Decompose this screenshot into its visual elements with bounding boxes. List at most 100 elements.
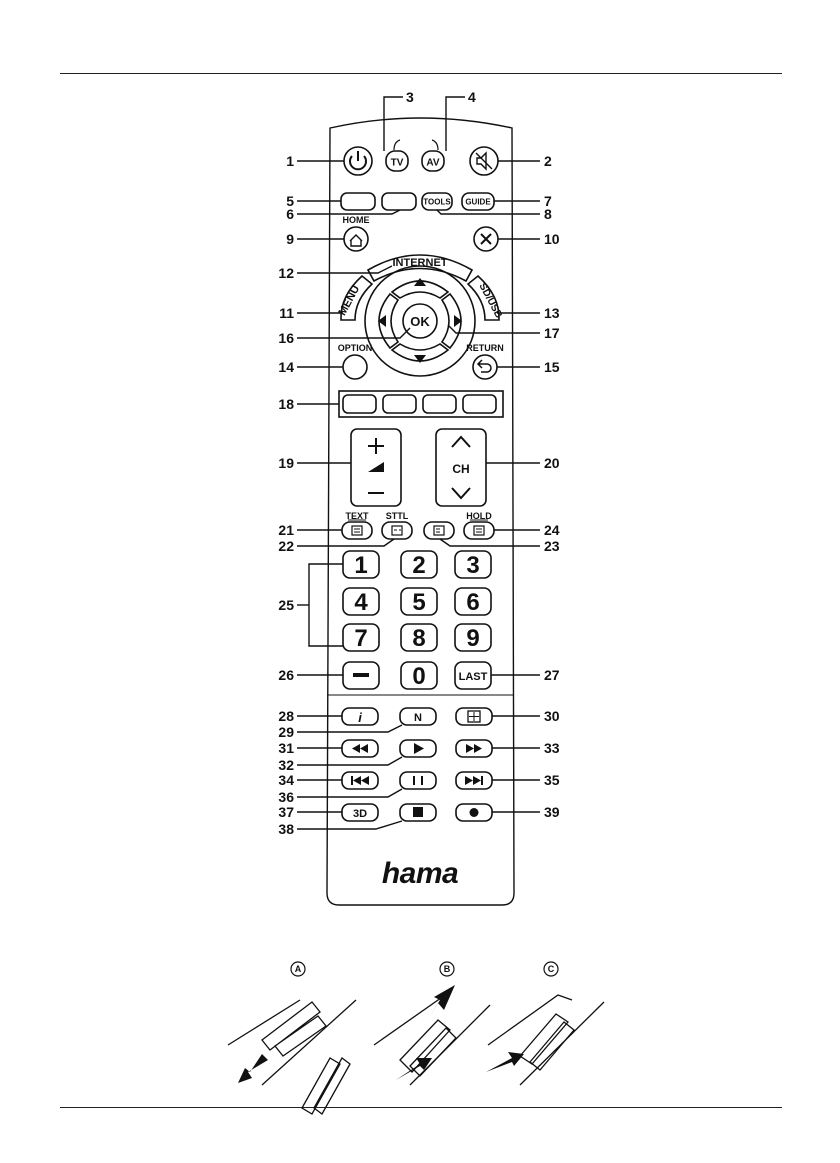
ch-label: CH bbox=[452, 462, 469, 476]
record-button[interactable] bbox=[456, 804, 492, 821]
home-button[interactable] bbox=[344, 227, 368, 251]
sttl-caption: STTL bbox=[386, 511, 409, 521]
callout-13: 13 bbox=[544, 305, 560, 321]
battery-step-a: A bbox=[228, 962, 356, 1114]
info-label: i bbox=[358, 710, 362, 725]
home-icon bbox=[350, 235, 362, 246]
battery-step-b: B bbox=[374, 962, 490, 1085]
callout-4: 4 bbox=[468, 89, 476, 105]
callout-16: 16 bbox=[278, 330, 294, 346]
volume-rocker[interactable] bbox=[351, 429, 401, 506]
home-caption: HOME bbox=[343, 215, 370, 225]
option-button[interactable] bbox=[343, 355, 367, 379]
red-key[interactable] bbox=[343, 395, 376, 413]
mute-icon bbox=[476, 153, 492, 169]
play-button[interactable] bbox=[400, 740, 436, 757]
3d-label: 3D bbox=[353, 808, 367, 820]
callout-32: 32 bbox=[278, 757, 294, 773]
power-button[interactable] bbox=[344, 147, 372, 175]
return-button[interactable] bbox=[473, 355, 497, 379]
volume-icon bbox=[368, 462, 384, 472]
callout-26: 26 bbox=[278, 667, 294, 683]
button-6[interactable] bbox=[382, 193, 416, 210]
record-icon bbox=[470, 808, 479, 817]
callout-24: 24 bbox=[544, 522, 560, 538]
hold-button[interactable] bbox=[464, 522, 494, 539]
callout-17: 17 bbox=[544, 325, 560, 341]
callout-3: 3 bbox=[406, 89, 414, 105]
digit-7-label: 7 bbox=[354, 625, 367, 652]
green-key[interactable] bbox=[383, 395, 416, 413]
digit-6-label: 6 bbox=[466, 589, 479, 616]
callout-19: 19 bbox=[278, 455, 294, 471]
callout-9: 9 bbox=[286, 231, 294, 247]
av-label: AV bbox=[426, 158, 439, 169]
callout-15: 15 bbox=[544, 359, 560, 375]
skip-back-button[interactable] bbox=[342, 772, 378, 789]
internet-label: INTERNET bbox=[393, 257, 448, 269]
callout-8: 8 bbox=[544, 206, 552, 222]
digit-9-label: 9 bbox=[466, 625, 479, 652]
callout-27: 27 bbox=[544, 667, 560, 683]
callout-1: 1 bbox=[286, 153, 294, 169]
n-label: N bbox=[414, 712, 422, 724]
digit-2-label: 2 bbox=[412, 552, 425, 579]
callout-10: 10 bbox=[544, 231, 560, 247]
teletext-icon bbox=[352, 526, 362, 535]
blue-key[interactable] bbox=[463, 395, 496, 413]
return-caption: RETURN bbox=[466, 343, 504, 353]
button-5[interactable] bbox=[341, 193, 375, 210]
battery-step-c: C bbox=[486, 962, 604, 1085]
text-button[interactable] bbox=[342, 522, 372, 539]
callout-6: 6 bbox=[286, 206, 294, 222]
rewind-button[interactable] bbox=[342, 740, 378, 757]
close-icon bbox=[481, 234, 491, 244]
skip-back-icon bbox=[351, 776, 369, 785]
callout-38: 38 bbox=[278, 821, 294, 837]
return-icon bbox=[478, 360, 491, 372]
fast-forward-icon bbox=[466, 744, 482, 753]
callout-37: 37 bbox=[278, 804, 294, 820]
callout-36: 36 bbox=[278, 789, 294, 805]
callout-21: 21 bbox=[278, 522, 294, 538]
callout-12: 12 bbox=[278, 265, 294, 281]
screen-button[interactable] bbox=[456, 708, 492, 725]
sttl-button[interactable] bbox=[382, 522, 412, 539]
callout-28: 28 bbox=[278, 708, 294, 724]
brand-logo: hama bbox=[382, 857, 458, 890]
yellow-key[interactable] bbox=[423, 395, 456, 413]
callout-25: 25 bbox=[278, 597, 294, 613]
callout-20: 20 bbox=[544, 455, 560, 471]
step-a-label: A bbox=[295, 964, 302, 974]
callout-33: 33 bbox=[544, 740, 560, 756]
arrow-down-icon bbox=[414, 355, 426, 363]
callout-34: 34 bbox=[278, 772, 294, 788]
callout-18: 18 bbox=[278, 396, 294, 412]
skip-forward-icon bbox=[465, 776, 483, 785]
mute-button[interactable] bbox=[470, 147, 498, 175]
pause-button[interactable] bbox=[400, 772, 436, 789]
callout-11: 11 bbox=[279, 305, 294, 321]
callout-2: 2 bbox=[544, 153, 552, 169]
tv-label: TV bbox=[391, 158, 404, 169]
play-icon bbox=[414, 743, 424, 754]
guide-label: GUIDE bbox=[465, 198, 491, 207]
stop-button[interactable] bbox=[400, 804, 436, 821]
last-label: LAST bbox=[459, 671, 488, 683]
screen-icon bbox=[434, 526, 444, 535]
hold-icon bbox=[474, 526, 484, 535]
rewind-icon bbox=[352, 744, 368, 753]
ok-label: OK bbox=[410, 314, 430, 329]
close-button[interactable] bbox=[474, 227, 498, 251]
skip-forward-button[interactable] bbox=[456, 772, 492, 789]
button-23[interactable] bbox=[424, 522, 454, 539]
step-b-label: B bbox=[444, 964, 451, 974]
callout-31: 31 bbox=[278, 740, 294, 756]
fast-forward-button[interactable] bbox=[456, 740, 492, 757]
callout-30: 30 bbox=[544, 708, 560, 724]
digit-5-label: 5 bbox=[412, 589, 425, 616]
callout-39: 39 bbox=[544, 804, 560, 820]
digit-4-label: 4 bbox=[354, 589, 368, 616]
step-c-label: C bbox=[548, 964, 555, 974]
